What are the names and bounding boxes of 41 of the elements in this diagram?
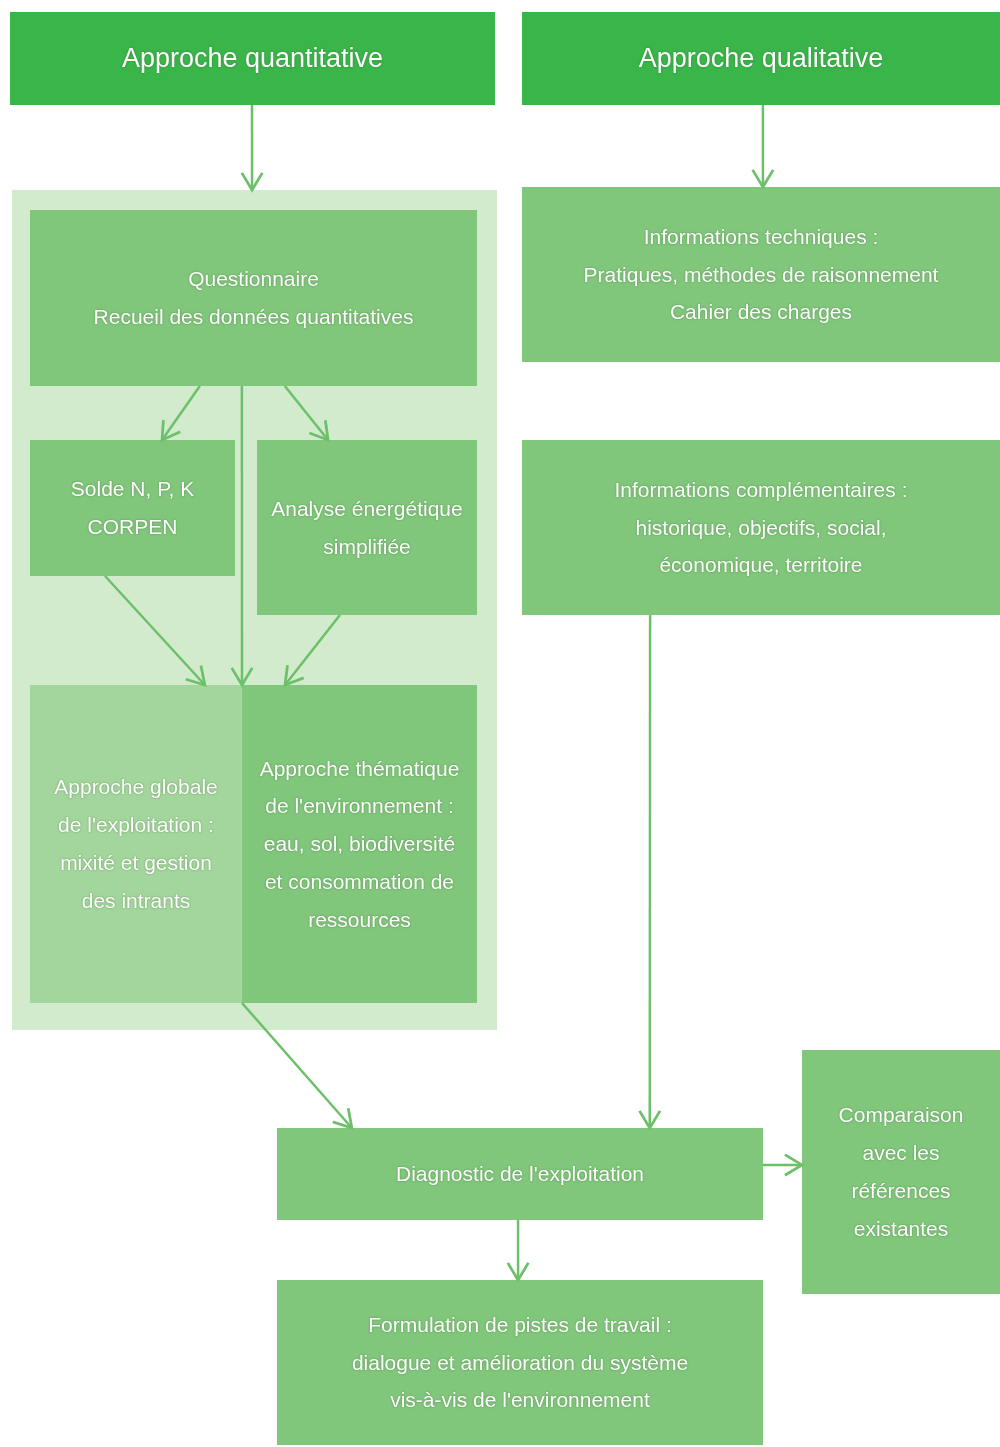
- process-box: [257, 440, 477, 615]
- group-panel: [12, 190, 497, 1030]
- box-text: Analyse énergétique simplifiée: [271, 495, 463, 560]
- arrow: [763, 1153, 804, 1177]
- arrow: [751, 105, 775, 189]
- box-heading: Questionnaire: [188, 266, 319, 293]
- header-box: [10, 12, 495, 105]
- box-text: Approche qualitative: [638, 42, 884, 76]
- arrow: [230, 386, 254, 687]
- box-text: dialogue et amélioration du système vis-à-vis de l'environnement: [350, 1349, 690, 1414]
- box-heading: Formulation de pistes de travail :: [368, 1311, 672, 1338]
- arrow: [160, 385, 201, 442]
- arrow: [638, 615, 662, 1130]
- box-text: Cahier des charges: [669, 299, 853, 326]
- box-text: Approche quantitative: [121, 42, 384, 76]
- box-heading: Informations techniques :: [643, 223, 879, 250]
- box-heading: Informations complémentaires :: [614, 476, 908, 503]
- box-text: Recueil des données quantitatives: [93, 304, 414, 330]
- header-box: [522, 12, 1000, 105]
- arrow: [283, 385, 330, 442]
- process-box: [802, 1050, 1000, 1294]
- arrow: [240, 105, 264, 192]
- process-box: [242, 685, 477, 1003]
- arrow: [506, 1220, 530, 1282]
- box-text: Pratiques, méthodes de raisonnement: [583, 261, 939, 288]
- arrow: [104, 575, 207, 687]
- box-text: Solde N, P, K CORPEN: [69, 476, 196, 540]
- process-box: [30, 210, 477, 386]
- process-box: [277, 1280, 763, 1445]
- process-box: [30, 440, 235, 576]
- box-text: historique, objectifs, social, économique, territoire: [634, 514, 888, 579]
- arrow: [241, 1002, 354, 1130]
- box-text: Approche thématique de l'environnement : eau, sol, biodiversité et consommation de ressources: [258, 755, 461, 933]
- process-box: [277, 1128, 763, 1220]
- box-text: Comparaison avec les références existantes: [837, 1102, 965, 1242]
- process-box: [522, 187, 1000, 362]
- process-box: [522, 440, 1000, 615]
- box-text: Approche globale de l'exploitation : mixité et gestion des intrants: [53, 774, 219, 914]
- process-box: [30, 685, 242, 1003]
- arrow: [283, 614, 341, 687]
- box-text: Diagnostic de l'exploitation: [396, 1161, 644, 1188]
